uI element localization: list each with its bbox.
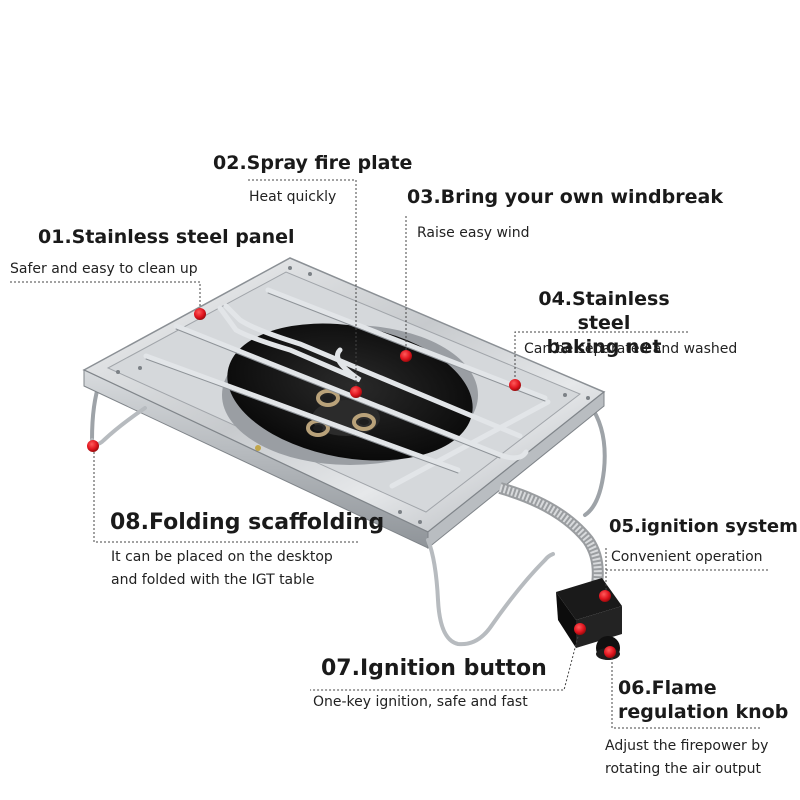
feature-04-title-line1: 04.Stainless steel (538, 288, 670, 334)
marker-05 (599, 590, 611, 602)
feature-04-title-line2: baking net (546, 336, 662, 358)
feature-06-desc-line1: Adjust the firepower by (605, 738, 769, 754)
feature-02-desc: Heat quickly (249, 189, 337, 205)
feature-08-desc-line2: and folded with the IGT table (111, 572, 315, 588)
feature-08-title: 08.Folding scaffolding (110, 510, 385, 535)
baking-net (143, 287, 551, 489)
red-markers (87, 308, 616, 658)
feature-04-desc: Can be separated and washed (524, 341, 738, 357)
feature-01-title: 01.Stainless steel panel (38, 226, 295, 248)
feature-06-desc: Adjust the firepower by rotating the air… (605, 735, 768, 781)
feature-08-desc-line1: It can be placed on the desktop (111, 549, 333, 565)
feature-02-title: 02.Spray fire plate (213, 152, 413, 174)
leader-lines (10, 179, 770, 729)
feature-05-desc: Convenient operation (611, 549, 763, 565)
feature-06-desc-line2: rotating the air output (605, 761, 761, 777)
marker-01 (194, 308, 206, 320)
gas-hose (498, 482, 604, 592)
marker-08 (87, 440, 99, 452)
feature-06-title-line2: regulation knob (618, 701, 789, 723)
feature-04-title: 04.Stainless steel baking net (517, 287, 691, 359)
feature-06-title: 06.Flame regulation knob (618, 676, 788, 724)
marker-02 (350, 386, 362, 398)
feature-03-title: 03.Bring your own windbreak (407, 186, 723, 208)
feature-08-desc: It can be placed on the desktop and fold… (111, 546, 333, 592)
marker-03 (400, 350, 412, 362)
feature-07-title: 07.Ignition button (321, 656, 547, 681)
feature-01-desc: Safer and easy to clean up (10, 261, 198, 277)
feature-03-desc: Raise easy wind (417, 225, 530, 241)
marker-07 (574, 623, 586, 635)
feature-06-title-line1: 06.Flame (618, 677, 717, 699)
feature-07-desc: One-key ignition, safe and fast (313, 694, 528, 710)
feature-05-title: 05.ignition system (609, 516, 798, 537)
marker-06 (604, 646, 616, 658)
marker-04 (509, 379, 521, 391)
